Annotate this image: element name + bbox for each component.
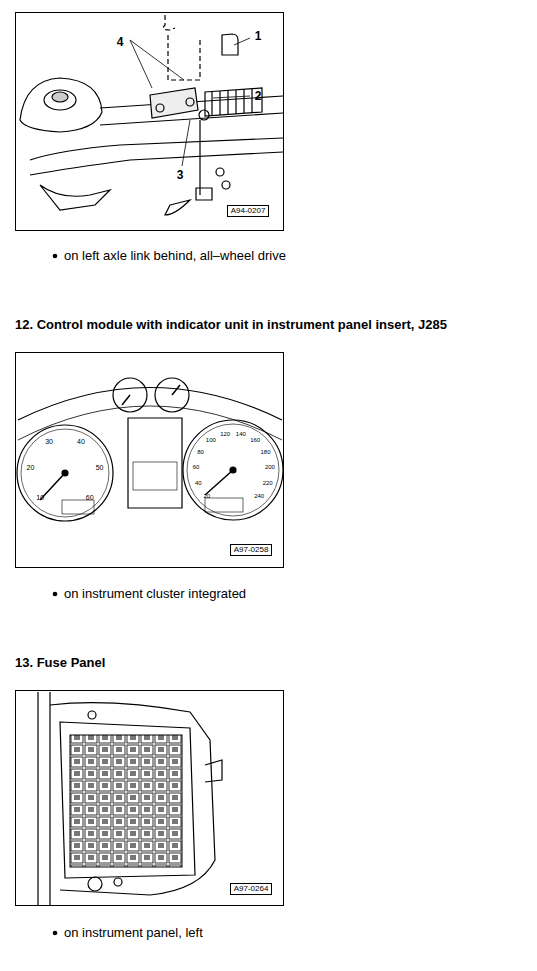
gauge-number: 30: [45, 438, 53, 446]
fuse-panel-figure: [16, 691, 284, 906]
section-heading: 12. Control module with indicator unit i…: [15, 318, 447, 332]
gauge-number: 120: [220, 431, 230, 438]
location-note: on left axle link behind, all–wheel driv…: [64, 249, 286, 263]
callout-number: 2: [255, 90, 262, 103]
callout-number: 1: [255, 30, 262, 43]
figure-reference: A94-0207: [227, 205, 270, 218]
section-heading: 13. Fuse Panel: [15, 656, 105, 670]
callout-number: 3: [177, 169, 184, 182]
gauge-number: 100: [206, 437, 216, 444]
gauge-number: 60: [193, 464, 200, 471]
gauge-number: 10: [36, 494, 44, 502]
callout-number: 4: [117, 36, 124, 49]
gauge-number: 40: [77, 438, 85, 446]
location-note: on instrument cluster integrated: [64, 587, 246, 601]
gauge-number: 20: [203, 493, 210, 500]
gauge-number: 80: [197, 449, 204, 456]
gauge-number: 50: [96, 464, 104, 472]
bullet: [53, 254, 58, 259]
gauge-number: 180: [260, 449, 270, 456]
gauge-number: 140: [236, 431, 246, 438]
gauge-number: 240: [254, 493, 264, 500]
gauge-number: 220: [263, 480, 273, 487]
location-note: on instrument panel, left: [64, 926, 203, 940]
gauge-number: 40: [195, 480, 202, 487]
bullet: [53, 931, 58, 936]
bullet: [53, 592, 58, 597]
figure-reference: A97-0264: [230, 883, 273, 896]
axle-link-figure: [16, 13, 284, 231]
gauge-number: 160: [250, 437, 260, 444]
instrument-cluster-figure: [16, 353, 284, 568]
gauge-number: 20: [27, 464, 35, 472]
figure-reference: A97-0258: [230, 544, 273, 557]
gauge-number: 60: [86, 494, 94, 502]
gauge-number: 200: [265, 464, 275, 471]
